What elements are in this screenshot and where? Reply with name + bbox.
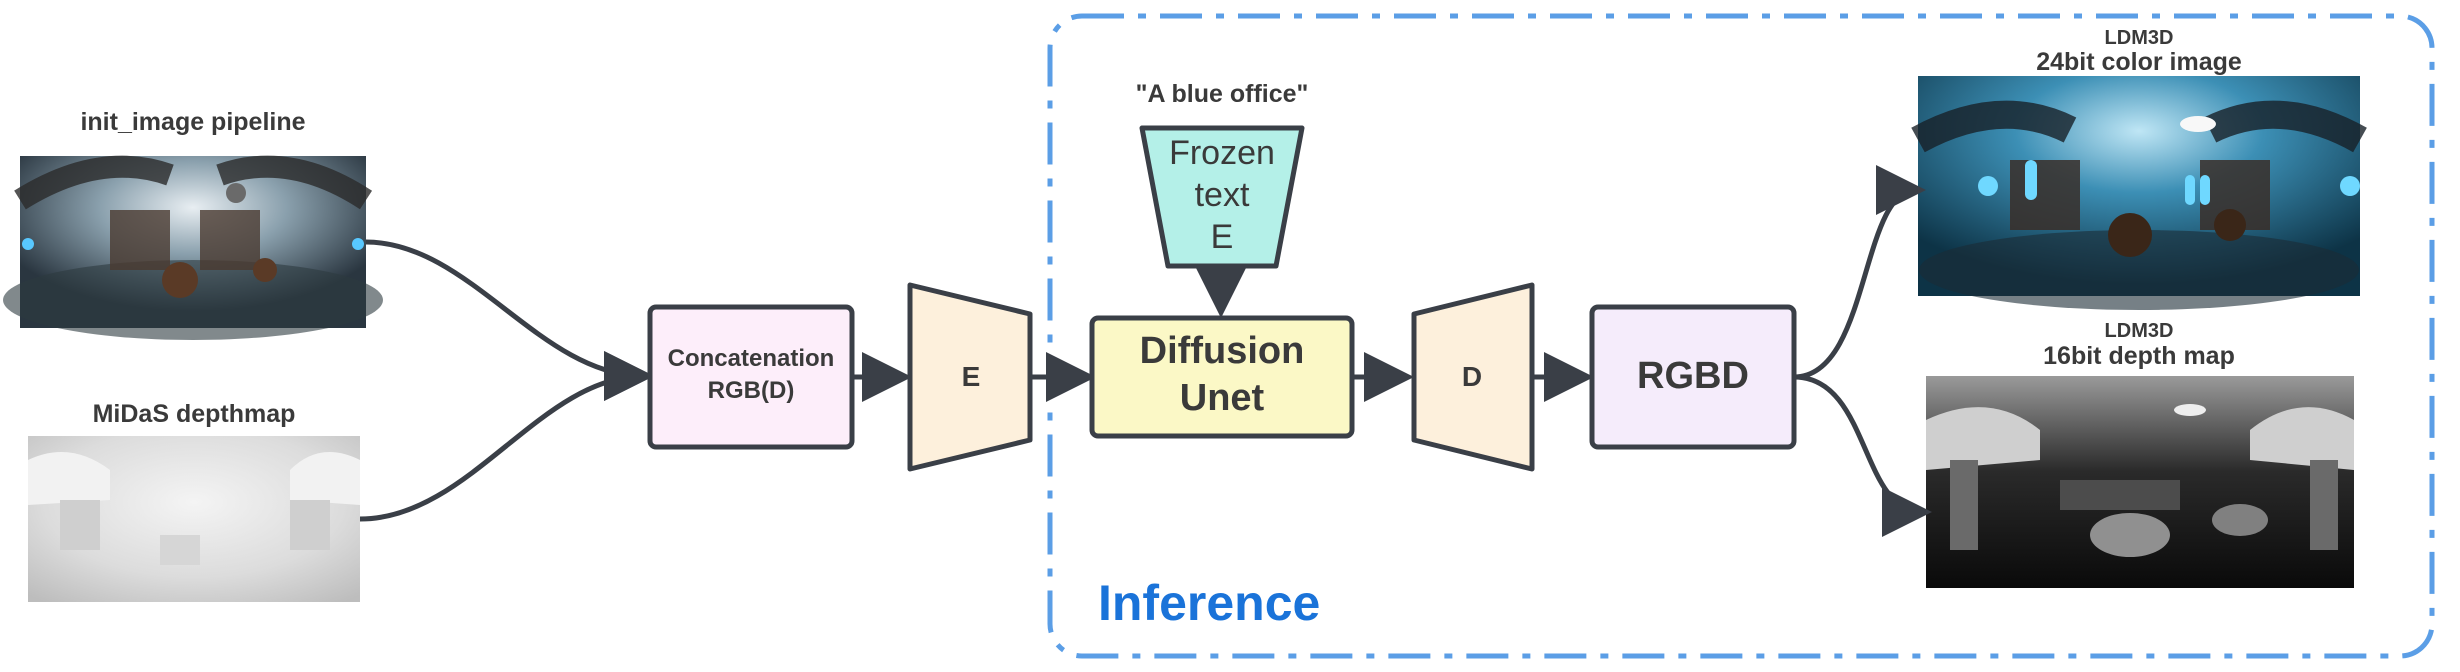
- edge-midas-to-concat: [359, 351, 654, 522]
- edge-init-to-concat: [365, 239, 654, 401]
- midas-depthmap-thumbnail: [28, 436, 360, 602]
- concatenation-node: [647, 304, 855, 450]
- inference-label: Inference: [1098, 575, 1320, 631]
- init-image-caption: init_image pipeline: [80, 108, 305, 136]
- output-depth-caption-bottom: 16bit depth map: [2043, 342, 2235, 370]
- concat-label-line2: RGB(D): [708, 377, 795, 404]
- frozen-label-line1: Frozen: [1169, 134, 1275, 172]
- output-color-caption-top: LDM3D: [2105, 27, 2174, 49]
- output-color-image: [1911, 76, 2367, 310]
- decoder-node: [1411, 282, 1535, 472]
- midas-caption: MiDaS depthmap: [93, 400, 296, 428]
- encoder-label: E: [962, 361, 981, 392]
- prompt-text: "A blue office": [1136, 80, 1309, 108]
- init-image-thumbnail: [3, 155, 383, 340]
- concat-label-line1: Concatenation: [668, 345, 835, 372]
- output-color-caption-bottom: 24bit color image: [2036, 48, 2242, 76]
- edge-rgbd-to-depth: [1793, 374, 1932, 537]
- frozen-text-encoder-node: [1139, 125, 1305, 269]
- decoder-label: D: [1462, 361, 1482, 392]
- output-depth-image: [1926, 376, 2354, 588]
- diffusion-unet-node: [1089, 315, 1355, 439]
- unet-label-line1: Diffusion: [1140, 330, 1305, 372]
- inference-region: [1047, 13, 2435, 659]
- frozen-label-line3: E: [1211, 218, 1234, 256]
- unet-label-line2: Unet: [1180, 377, 1265, 419]
- rgbd-node: [1589, 304, 1797, 450]
- rgbd-label: RGBD: [1637, 355, 1749, 397]
- encoder-node: [907, 282, 1033, 472]
- output-depth-caption-top: LDM3D: [2105, 320, 2174, 342]
- frozen-label-line2: text: [1195, 176, 1250, 214]
- edge-rgbd-to-color: [1793, 165, 1926, 380]
